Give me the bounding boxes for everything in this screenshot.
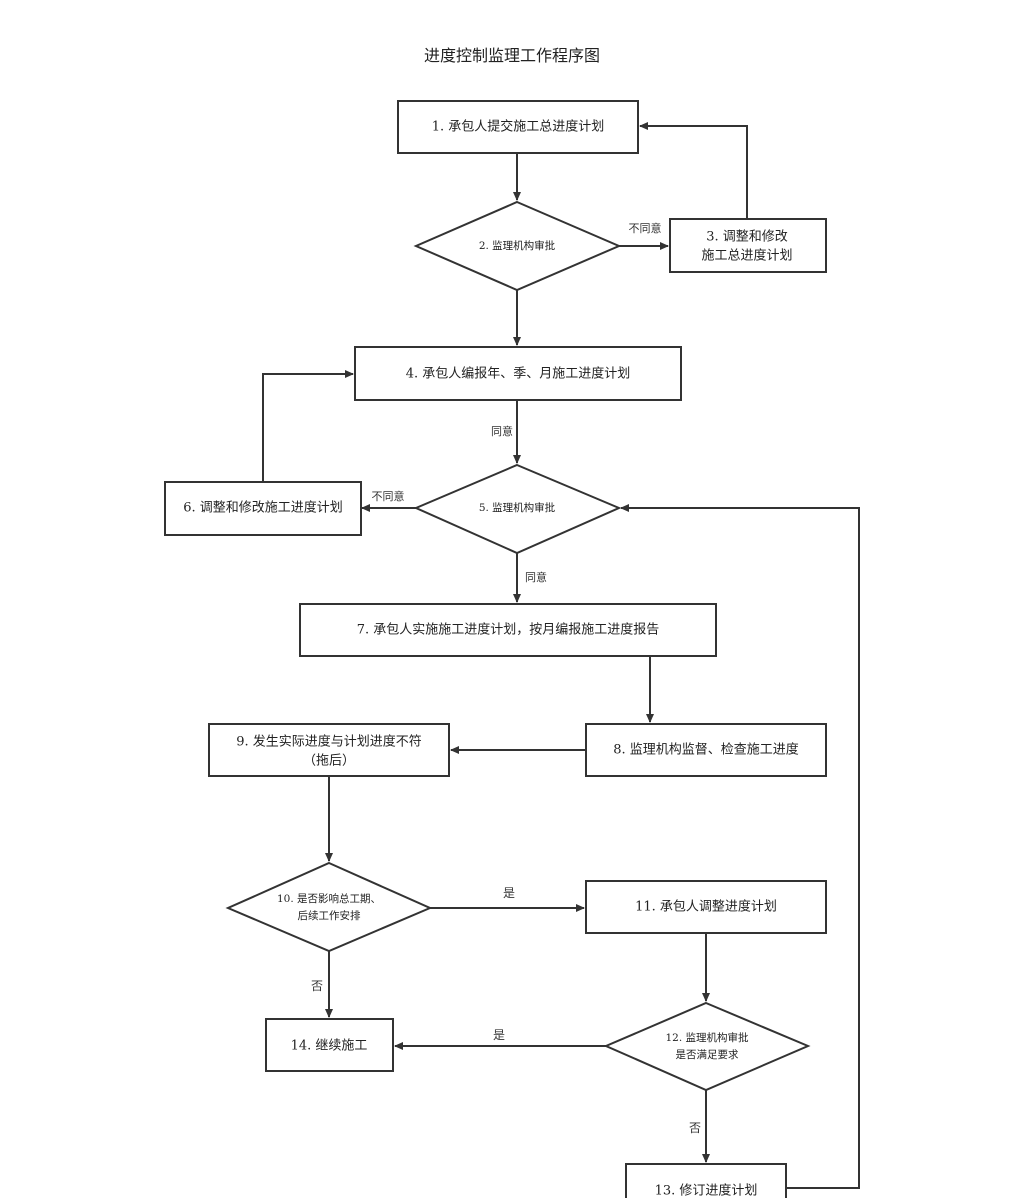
node-3-label-line2: 施工总进度计划 [701, 248, 792, 264]
edge-label-5-6: 不同意 [372, 489, 405, 503]
node-8-label: 8. 监理机构监督、检查施工进度 [613, 742, 799, 758]
node-11: 11. 承包人调整进度计划 [585, 880, 827, 934]
node-7: 7. 承包人实施施工进度计划，按月编报施工进度报告 [299, 603, 717, 657]
connectors [262, 122, 860, 1189]
node-11-label: 11. 承包人调整进度计划 [635, 899, 777, 915]
edge-label-5-7: 同意 [525, 570, 547, 584]
edge-label-4-5: 同意 [491, 424, 513, 438]
node-3-label-line1: 3. 调整和修改 [706, 230, 788, 245]
node-10-label-line1: 10. 是否影响总工期、 [277, 892, 381, 905]
node-6: 6. 调整和修改施工进度计划 [164, 481, 362, 536]
node-5: 5. 监理机构审批 [413, 463, 622, 555]
node-2: 2. 监理机构审批 [413, 200, 622, 292]
edge-label-12-13: 否 [689, 1121, 701, 1135]
node-12-label-line1: 12. 监理机构审批 [665, 1031, 749, 1044]
edge-label-12-14: 是 [493, 1028, 505, 1042]
node-12: 12. 监理机构审批 是否满足要求 [603, 1001, 811, 1092]
node-9-label-line2: （拖后） [303, 754, 355, 769]
edge-13-5 [620, 504, 860, 1189]
node-5-label: 5. 监理机构审批 [479, 501, 556, 514]
node-1: 1. 承包人提交施工总进度计划 [397, 100, 639, 154]
node-4-label: 4. 承包人编报年、季、月施工进度计划 [406, 366, 631, 382]
node-2-label: 2. 监理机构审批 [479, 239, 556, 252]
node-14-label: 14. 继续施工 [291, 1039, 368, 1054]
node-13: 13. 修订进度计划 [625, 1163, 787, 1198]
node-12-label-line2: 是否满足要求 [676, 1049, 739, 1061]
edge-6-4 [262, 370, 354, 482]
node-8: 8. 监理机构监督、检查施工进度 [585, 723, 827, 777]
page-title: 进度控制监理工作程序图 [423, 46, 600, 65]
node-4: 4. 承包人编报年、季、月施工进度计划 [354, 346, 682, 401]
node-7-label: 7. 承包人实施施工进度计划，按月编报施工进度报告 [357, 622, 660, 638]
node-9: 9. 发生实际进度与计划进度不符 （拖后） [208, 723, 450, 777]
node-13-label: 13. 修订进度计划 [655, 1183, 758, 1198]
node-1-label: 1. 承包人提交施工总进度计划 [432, 119, 605, 135]
node-10: 10. 是否影响总工期、 后续工作安排 [225, 861, 433, 953]
node-14: 14. 继续施工 [265, 1018, 394, 1072]
edge-label-10-14: 否 [311, 979, 323, 993]
edge-label-10-11: 是 [503, 886, 515, 900]
node-3: 3. 调整和修改 施工总进度计划 [669, 218, 827, 273]
node-9-label-line1: 9. 发生实际进度与计划进度不符 [236, 734, 422, 750]
node-6-label: 6. 调整和修改施工进度计划 [183, 500, 343, 516]
node-10-label-line2: 后续工作安排 [298, 909, 361, 922]
edge-3-1 [639, 122, 748, 219]
edge-label-2-3: 不同意 [629, 221, 662, 235]
